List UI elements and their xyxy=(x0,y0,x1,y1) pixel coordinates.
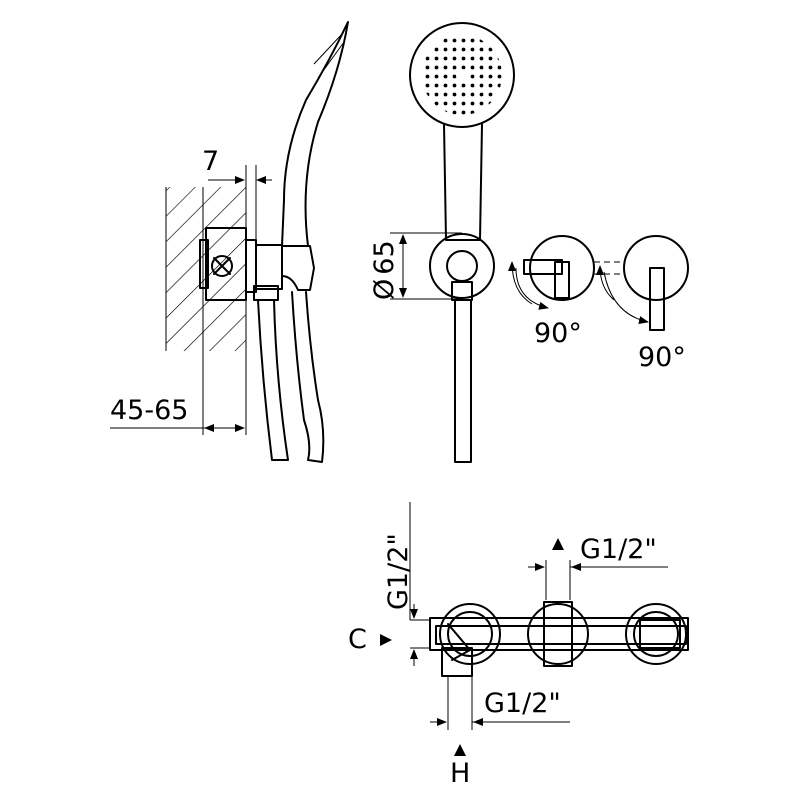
dimension-diameter: Ø65 xyxy=(369,232,462,300)
dimension-7: 7 xyxy=(202,146,272,240)
shower-handle-front xyxy=(454,299,472,463)
connection-bottom-label: G1/2" xyxy=(484,688,561,719)
shower-head-front xyxy=(409,22,515,241)
rotation-detail: 90° 90° xyxy=(508,235,689,373)
diameter-label: Ø65 xyxy=(369,240,400,300)
shower-holder-side xyxy=(281,245,315,291)
label-c: C xyxy=(348,624,367,655)
hose-side xyxy=(257,291,325,463)
hand-shower-side xyxy=(281,21,349,247)
rotation-left-label: 90° xyxy=(534,318,582,349)
dimension-7-label: 7 xyxy=(202,146,219,177)
wall-plate-front xyxy=(429,233,495,301)
front-view: Ø65 xyxy=(369,22,515,463)
dimension-45-65: 45-65 xyxy=(110,395,245,432)
label-h: H xyxy=(450,758,470,789)
lever-plate-right xyxy=(623,235,689,301)
dimension-45-65-label: 45-65 xyxy=(110,395,188,426)
connection-vertical-label: G1/2" xyxy=(383,533,414,610)
mixer-top-view: G1/2" C G1/2" G1/2" xyxy=(348,502,689,789)
rotation-right-label: 90° xyxy=(638,342,686,373)
connection-top-label: G1/2" xyxy=(580,534,657,565)
lever-plate-left xyxy=(529,235,595,301)
side-view: 7 45-65 xyxy=(110,21,349,463)
